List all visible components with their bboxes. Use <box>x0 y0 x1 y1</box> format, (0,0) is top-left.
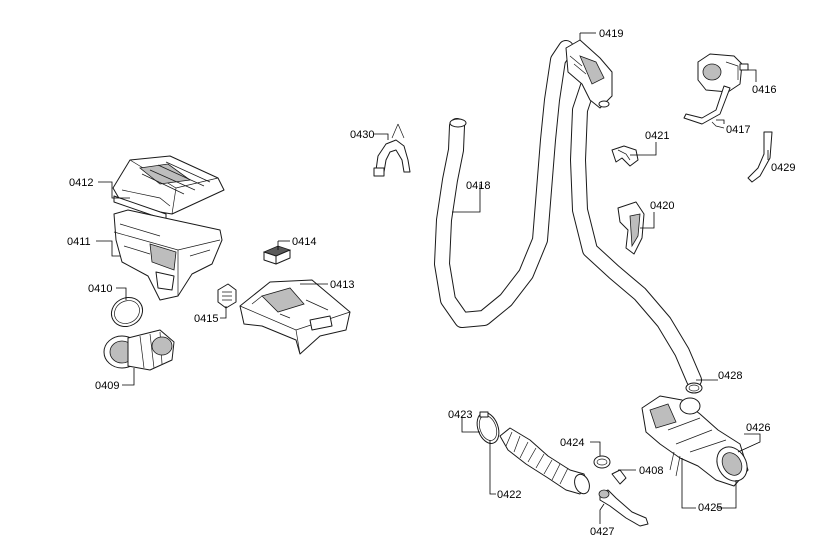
part-0430-y-connector <box>373 123 411 177</box>
part-0417-tube <box>683 85 731 129</box>
label-0410: 0410 <box>88 283 112 295</box>
label-0423: 0423 <box>448 409 472 421</box>
part-0419-connector-hose <box>565 39 702 388</box>
part-0420-bracket <box>617 201 645 255</box>
part-0412-drawer-lid <box>112 155 225 221</box>
label-0409: 0409 <box>95 380 119 392</box>
part-0418-hose <box>434 40 574 328</box>
part-0411-drawer-housing <box>113 209 223 301</box>
label-0412: 0412 <box>69 177 93 189</box>
label-0411: 0411 <box>67 236 91 248</box>
label-0416: 0416 <box>752 84 776 96</box>
part-0414-block <box>262 245 292 265</box>
part-0413-drawer-insert <box>239 279 351 355</box>
label-0426: 0426 <box>746 422 770 434</box>
part-0410-seal-ring <box>110 296 144 328</box>
label-0425: 0425 <box>698 502 722 514</box>
part-0409-bellows <box>103 329 175 371</box>
label-0421: 0421 <box>645 130 669 142</box>
label-0418: 0418 <box>466 180 490 192</box>
part-0425-pump <box>641 395 749 487</box>
part-0424-clamp <box>593 455 611 469</box>
part-0423-clamp-ring <box>476 411 500 444</box>
label-0430: 0430 <box>350 129 374 141</box>
label-0429: 0429 <box>771 162 795 174</box>
part-0429-pipe <box>747 131 773 183</box>
part-0422-corrugated-hose <box>499 427 590 495</box>
part-0415-clip <box>217 283 237 309</box>
label-0414: 0414 <box>292 236 316 248</box>
part-0428-clamp <box>685 382 703 394</box>
label-0428: 0428 <box>718 370 742 382</box>
part-0427-pipe <box>598 489 649 527</box>
label-0419: 0419 <box>599 28 623 40</box>
label-0415: 0415 <box>194 313 218 325</box>
label-0408: 0408 <box>639 465 663 477</box>
part-0416-valve <box>697 53 749 93</box>
part-labels: 0412 0411 0410 0409 0415 0414 0413 0430 … <box>67 28 795 538</box>
label-0422: 0422 <box>497 489 521 501</box>
label-0413: 0413 <box>330 279 354 291</box>
label-0417: 0417 <box>726 124 750 136</box>
part-0421-clamp <box>611 145 639 167</box>
label-0424: 0424 <box>560 437 584 449</box>
leader-lines <box>96 32 769 524</box>
part-0408-clip <box>611 469 627 485</box>
label-0420: 0420 <box>650 200 674 212</box>
label-0427: 0427 <box>590 526 614 538</box>
